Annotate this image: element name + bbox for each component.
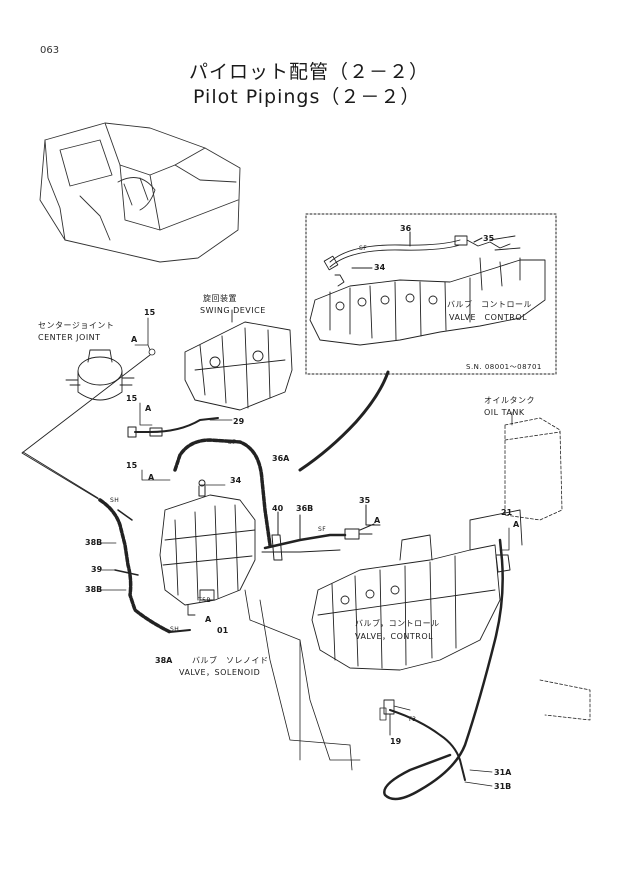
- title-japanese: パイロット配管（２－２）: [189, 61, 430, 83]
- leader-inset: [351, 237, 483, 269]
- callout-a-mid: A: [145, 404, 152, 413]
- fitting-35: [344, 528, 360, 540]
- callout-34-inset: 34: [374, 263, 386, 272]
- pipe-31a: [383, 538, 504, 801]
- callout-35: 35: [359, 496, 371, 505]
- label-center-joint-jp: センタージョイント: [38, 321, 115, 330]
- inset-valve-control: [309, 235, 546, 346]
- port-sf-2: SF: [359, 245, 368, 252]
- label-valve-control-main-jp: バルブ，コントロール: [355, 619, 440, 628]
- callout-40: 40: [272, 504, 284, 513]
- callout-36b: 36B: [296, 504, 314, 513]
- oil-tank: [504, 417, 591, 721]
- solenoid-valve-block: [159, 494, 256, 616]
- callout-a-01: A: [205, 615, 212, 624]
- label-valve-control-main-en: VALVE，CONTROL: [355, 632, 434, 641]
- callout-a-top: A: [131, 335, 138, 344]
- port-sh-lower: SH: [170, 626, 180, 633]
- fitting-19: [383, 699, 411, 736]
- base-frame: [244, 589, 387, 771]
- clamp-40: [271, 534, 283, 561]
- label-oil-tank-jp: オイルタンク: [484, 396, 535, 405]
- callout-31a: 31A: [494, 768, 512, 777]
- page-number: 063: [40, 45, 60, 56]
- port-sf-3: SF: [318, 526, 327, 533]
- callout-36: 36: [400, 224, 412, 233]
- excavator-thumbnail: [39, 122, 241, 263]
- center-joint: [65, 349, 135, 401]
- fitting-21: [495, 554, 511, 573]
- label-oil-tank-en: OIL TANK: [484, 408, 525, 417]
- callout-19: 19: [390, 737, 402, 746]
- callout-a-low: A: [148, 473, 155, 482]
- callout-31b: 31B: [494, 782, 512, 791]
- swing-device: [184, 309, 293, 411]
- callout-01: 01: [217, 626, 229, 635]
- callout-a-21: A: [513, 520, 520, 529]
- callout-a-35: A: [374, 516, 381, 525]
- pipe-36a: [173, 438, 272, 547]
- callout-brackets-left: [134, 317, 233, 486]
- label-valve-solenoid-en: VALVE，SOLENOID: [179, 668, 261, 677]
- callout-29: 29: [233, 417, 245, 426]
- fitting-15-mid: [127, 426, 137, 438]
- callout-15-mid: 15: [126, 394, 138, 403]
- callout-35-inset: 35: [483, 234, 495, 243]
- label-swing-device-jp: 旋回装置: [203, 294, 237, 303]
- pipe-31b: [389, 709, 466, 781]
- label-swing-device-en: SWING DEVICE: [200, 306, 266, 315]
- main-control-valve: [311, 509, 523, 671]
- port-sh-upper: SH: [110, 497, 120, 504]
- port-t5b: T5B: [198, 597, 212, 604]
- callout-15-low: 15: [126, 461, 138, 470]
- callout-38b-lower: 38B: [85, 585, 103, 594]
- pilot-line-center-joint: [21, 354, 151, 501]
- callout-38b-upper: 38B: [85, 538, 103, 547]
- inset-frame: [305, 213, 557, 375]
- callout-34: 34: [230, 476, 242, 485]
- label-valve-control-inset-jp: バルブ コントロール: [447, 300, 532, 309]
- label-valve-control-inset-en: VALVE CONTROL: [449, 313, 528, 322]
- callout-36a: 36A: [272, 454, 290, 463]
- title-english: Pilot Pipings（２－２）: [193, 86, 421, 108]
- inset-link-pipe: [298, 370, 390, 472]
- callout-15-top: 15: [144, 308, 156, 317]
- label-serial-range: S.N. 08001～08701: [466, 363, 542, 371]
- label-center-joint-en: CENTER JOINT: [38, 333, 101, 342]
- pipe-38a: [169, 629, 191, 633]
- pipe-38b: [98, 498, 172, 634]
- callout-38a: 38A: [155, 656, 173, 665]
- pipe-36b: [263, 533, 347, 550]
- label-valve-solenoid-jp: バルブ ソレノイド: [192, 656, 269, 665]
- callout-39: 39: [91, 565, 103, 574]
